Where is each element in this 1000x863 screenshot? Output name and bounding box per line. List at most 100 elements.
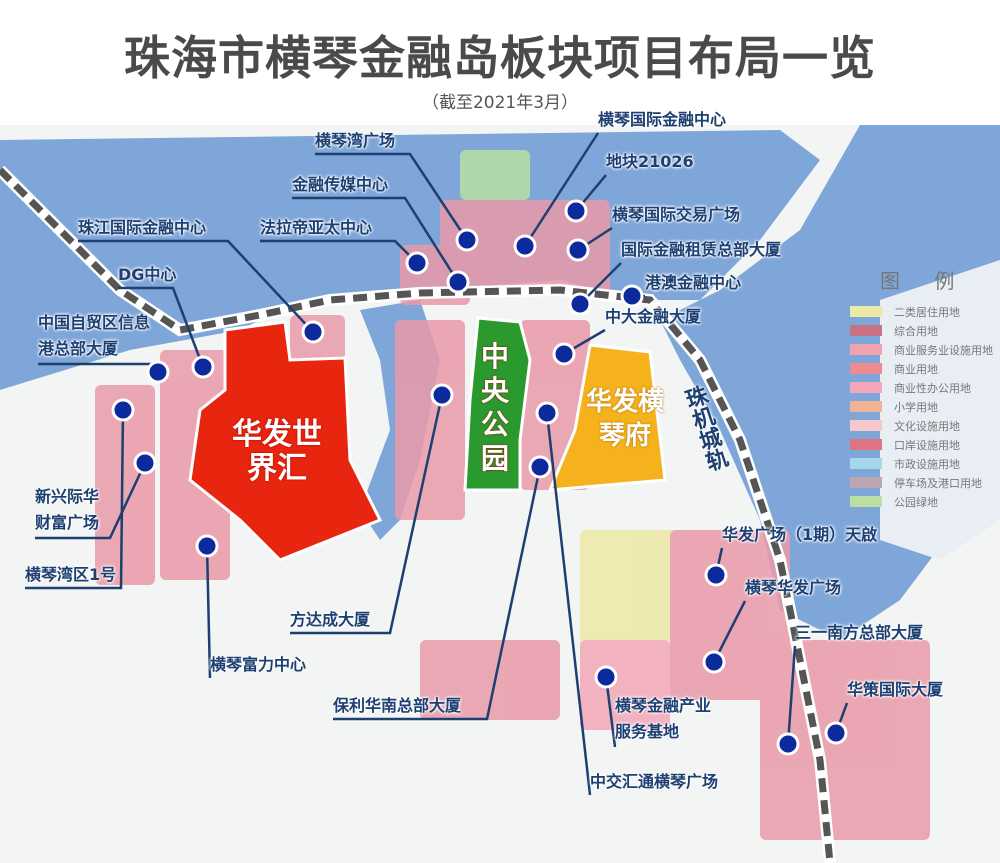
project-label: 华发广场（1期）天啟 <box>722 525 878 544</box>
legend-swatch <box>850 439 882 450</box>
legend-item: 综合用地 <box>850 321 993 340</box>
project-marker[interactable] <box>552 342 576 366</box>
legend-title: 图 例 <box>880 269 969 293</box>
project-marker[interactable] <box>702 650 726 674</box>
leader-line <box>78 239 314 333</box>
area-label-park: 中央公园 <box>480 340 509 475</box>
leader-line <box>290 394 444 635</box>
project-label: 横琴金融产业服务基地 <box>615 696 712 741</box>
project-label: 地块21026 <box>606 152 694 171</box>
project-marker[interactable] <box>704 563 728 587</box>
legend-swatch <box>850 382 882 393</box>
legend-label: 停车场及港口用地 <box>894 476 982 490</box>
project-label: 港澳金融中心 <box>645 273 742 292</box>
legend-swatch <box>850 325 882 336</box>
leader-line <box>25 409 125 590</box>
project-marker[interactable] <box>446 270 470 294</box>
legend-swatch <box>850 420 882 431</box>
page-subtitle: （截至2021年3月） <box>421 93 579 113</box>
project-label: 横琴国际金融中心 <box>598 110 727 129</box>
project-label: 中国自贸区信息港总部大厦 <box>38 313 151 358</box>
legend-item: 小学用地 <box>850 397 993 416</box>
project-label: DG中心 <box>118 265 177 284</box>
legend-item: 停车场及港口用地 <box>850 473 993 492</box>
project-label: 中大金融大厦 <box>605 307 702 326</box>
park-block <box>463 316 532 492</box>
leader-line <box>35 462 147 540</box>
legend-swatch <box>850 344 882 355</box>
hengqinfu-block <box>547 343 667 492</box>
shijiehui-block <box>188 320 383 562</box>
legend-label: 市政设施用地 <box>894 457 960 471</box>
leader-line <box>523 132 600 247</box>
project-marker[interactable] <box>564 199 588 223</box>
legend-label: 公园绿地 <box>894 495 938 509</box>
legend-item: 文化设施用地 <box>850 416 993 435</box>
leader-line <box>315 152 469 241</box>
legend-swatch <box>850 306 882 317</box>
project-marker[interactable] <box>535 401 559 425</box>
legend-item: 商业用地 <box>850 359 993 378</box>
project-label: 中交汇通横琴广场 <box>590 772 719 791</box>
leader-line <box>786 645 797 745</box>
legend-swatch <box>850 458 882 469</box>
project-label: 金融传媒中心 <box>292 175 389 194</box>
project-label: 保利华南总部大厦 <box>333 696 462 715</box>
project-marker[interactable] <box>133 451 157 475</box>
legend-item: 市政设施用地 <box>850 454 993 473</box>
project-label: 三一南方总部大厦 <box>795 623 924 642</box>
project-marker[interactable] <box>513 234 537 258</box>
project-marker[interactable] <box>566 238 590 262</box>
project-marker[interactable] <box>430 383 454 407</box>
leader-line <box>604 676 617 748</box>
project-marker[interactable] <box>111 398 135 422</box>
legend-swatch <box>850 363 882 374</box>
project-marker[interactable] <box>191 355 215 379</box>
page-title: 珠海市横琴金融岛板块项目布局一览 <box>124 31 876 85</box>
legend-label: 小学用地 <box>894 400 938 414</box>
legend-label: 商业服务业设施用地 <box>894 343 993 357</box>
legend-swatch <box>850 401 882 412</box>
legend-label: 文化设施用地 <box>894 419 960 433</box>
legend-label: 二类居住用地 <box>894 305 960 319</box>
project-marker[interactable] <box>620 284 644 308</box>
project-label: 华策国际大厦 <box>847 680 944 699</box>
map <box>0 125 1000 863</box>
area-label-hengqinfu: 华发横琴府 <box>585 387 664 451</box>
project-label: 法拉帝亚太中心 <box>260 218 373 237</box>
legend-swatch <box>850 496 882 507</box>
project-label: 横琴华发广场 <box>745 578 842 597</box>
project-label: 新兴际华财富广场 <box>35 487 100 532</box>
legend-label: 商业用地 <box>894 362 938 376</box>
project-label: 国际金融租赁总部大厦 <box>621 240 782 259</box>
project-label: 方达成大厦 <box>290 610 371 629</box>
legend-swatch <box>850 477 882 488</box>
leader-line <box>333 466 542 721</box>
project-label: 珠江国际金融中心 <box>78 218 207 237</box>
project-marker[interactable] <box>528 455 552 479</box>
legend-label: 口岸设施用地 <box>894 438 960 452</box>
legend-label: 商业性办公用地 <box>894 381 971 395</box>
project-label: 横琴国际交易广场 <box>612 205 741 224</box>
leader-line <box>205 545 212 679</box>
project-label: 横琴湾区1号 <box>25 565 117 584</box>
project-marker[interactable] <box>301 320 325 344</box>
project-marker[interactable] <box>195 534 219 558</box>
project-marker[interactable] <box>455 228 479 252</box>
legend-item: 口岸设施用地 <box>850 435 993 454</box>
legend: 图 例 二类居住用地综合用地商业服务业设施用地商业用地商业性办公用地小学用地文化… <box>850 265 993 511</box>
leader-line <box>292 196 460 283</box>
legend-item: 商业性办公用地 <box>850 378 993 397</box>
project-marker[interactable] <box>776 732 800 756</box>
area-label-shijiehui: 华发世界汇 <box>232 417 322 486</box>
legend-item: 公园绿地 <box>850 492 993 511</box>
legend-label: 综合用地 <box>894 324 938 338</box>
project-marker[interactable] <box>568 292 592 316</box>
project-marker[interactable] <box>146 360 170 384</box>
project-marker[interactable] <box>824 721 848 745</box>
project-label: 横琴湾广场 <box>315 131 396 150</box>
leader-line <box>118 286 205 368</box>
project-marker[interactable] <box>405 251 429 275</box>
project-marker[interactable] <box>594 665 618 689</box>
legend-item: 二类居住用地 <box>850 302 993 321</box>
